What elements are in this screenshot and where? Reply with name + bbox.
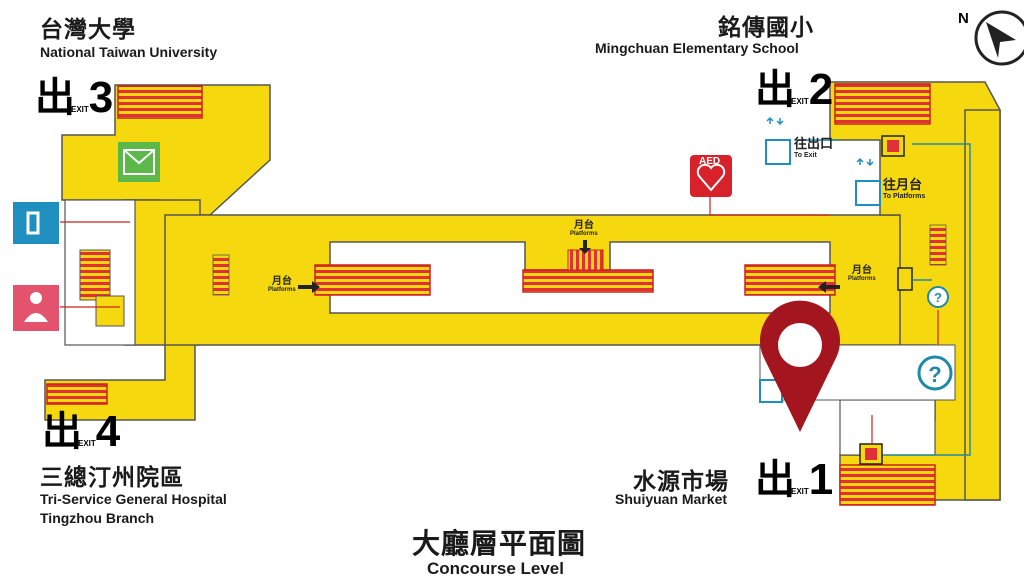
to-platforms-sign: 往月台 To Platforms (883, 179, 925, 201)
ntu-label-en: National Taiwan University (40, 44, 218, 60)
svg-text:?: ? (928, 362, 941, 387)
nursing-room-icon (13, 285, 59, 331)
elevator-icon (759, 116, 881, 403)
exit-4-marker: 出 EXIT 4 (42, 407, 121, 456)
triservice-label-en-line2: Tingzhou Branch (40, 510, 155, 526)
map-title-en: Concourse Level (427, 559, 564, 578)
platform-center-cn: 月台 (573, 220, 594, 231)
red-lines (60, 195, 939, 444)
triservice-label-en-line1: Tri-Service General Hospital (40, 491, 227, 507)
exit-3-marker: 出 EXIT 3 (35, 73, 114, 122)
platform-right-label: 月台 Platforms (848, 265, 876, 283)
aed-label: AED (699, 156, 721, 167)
mailbox-icon (118, 142, 160, 182)
platform-left-en: Platforms (268, 287, 296, 293)
exit-3-text: EXIT (71, 105, 89, 114)
exit-4-text: EXIT (78, 439, 96, 448)
ntu-label-cn: 台灣大學 (40, 17, 136, 43)
exit-2-number: 2 (808, 65, 834, 114)
exit-4-chu: 出 (42, 409, 82, 455)
platform-arrows (298, 240, 840, 293)
guide-lines (795, 139, 971, 456)
to-platforms-cn: 往月台 (883, 178, 923, 193)
exit-1-text: EXIT (791, 487, 809, 496)
escalators (46, 83, 947, 506)
telephone-icon (13, 202, 59, 244)
exit-2-text: EXIT (791, 97, 809, 106)
svg-text:?: ? (934, 290, 942, 305)
info-icon: ? ? (917, 286, 953, 391)
compass-north-label: N (958, 10, 969, 27)
to-exit-en: To Exit (794, 152, 817, 159)
exit-1-marker: 出 EXIT 1 (755, 455, 834, 504)
left-stair-structure (64, 199, 136, 346)
exit-2-chu: 出 (755, 67, 795, 113)
platform-left-cn: 月台 (271, 276, 292, 287)
exit-1-number: 1 (808, 455, 834, 504)
compass-icon (974, 10, 1024, 66)
location-pin-icon (760, 300, 840, 432)
to-exit-cn: 往出口 (794, 137, 834, 152)
platform-right-en: Platforms (848, 276, 876, 282)
platform-left-label: 月台 Platforms (268, 276, 296, 294)
platform-center-en: Platforms (570, 231, 598, 237)
exit-1-chu: 出 (755, 457, 795, 503)
map-title-cn: 大廳層平面圖 (412, 527, 587, 560)
platform-center-label: 月台 Platforms (570, 220, 598, 238)
platform-right-cn: 月台 (851, 265, 872, 276)
triservice-label-cn: 三總汀州院區 (40, 465, 184, 491)
to-platforms-en: To Platforms (883, 193, 926, 200)
exit-2-marker: 出 EXIT 2 (755, 65, 834, 114)
exit-3-number: 3 (88, 73, 114, 122)
mingchuan-label-cn: 銘傳國小 (718, 15, 814, 41)
aed-icon (690, 155, 732, 197)
elevator-shafts (859, 135, 913, 465)
to-exit-sign: 往出口 To Exit (794, 138, 833, 160)
shuiyuan-label-en: Shuiyuan Market (615, 491, 728, 507)
exit-3-chu: 出 (35, 75, 75, 121)
shuiyuan-label-cn: 水源市場 (633, 469, 729, 495)
exit-4-number: 4 (95, 407, 121, 456)
mingchuan-label-en: Mingchuan Elementary School (595, 40, 799, 56)
